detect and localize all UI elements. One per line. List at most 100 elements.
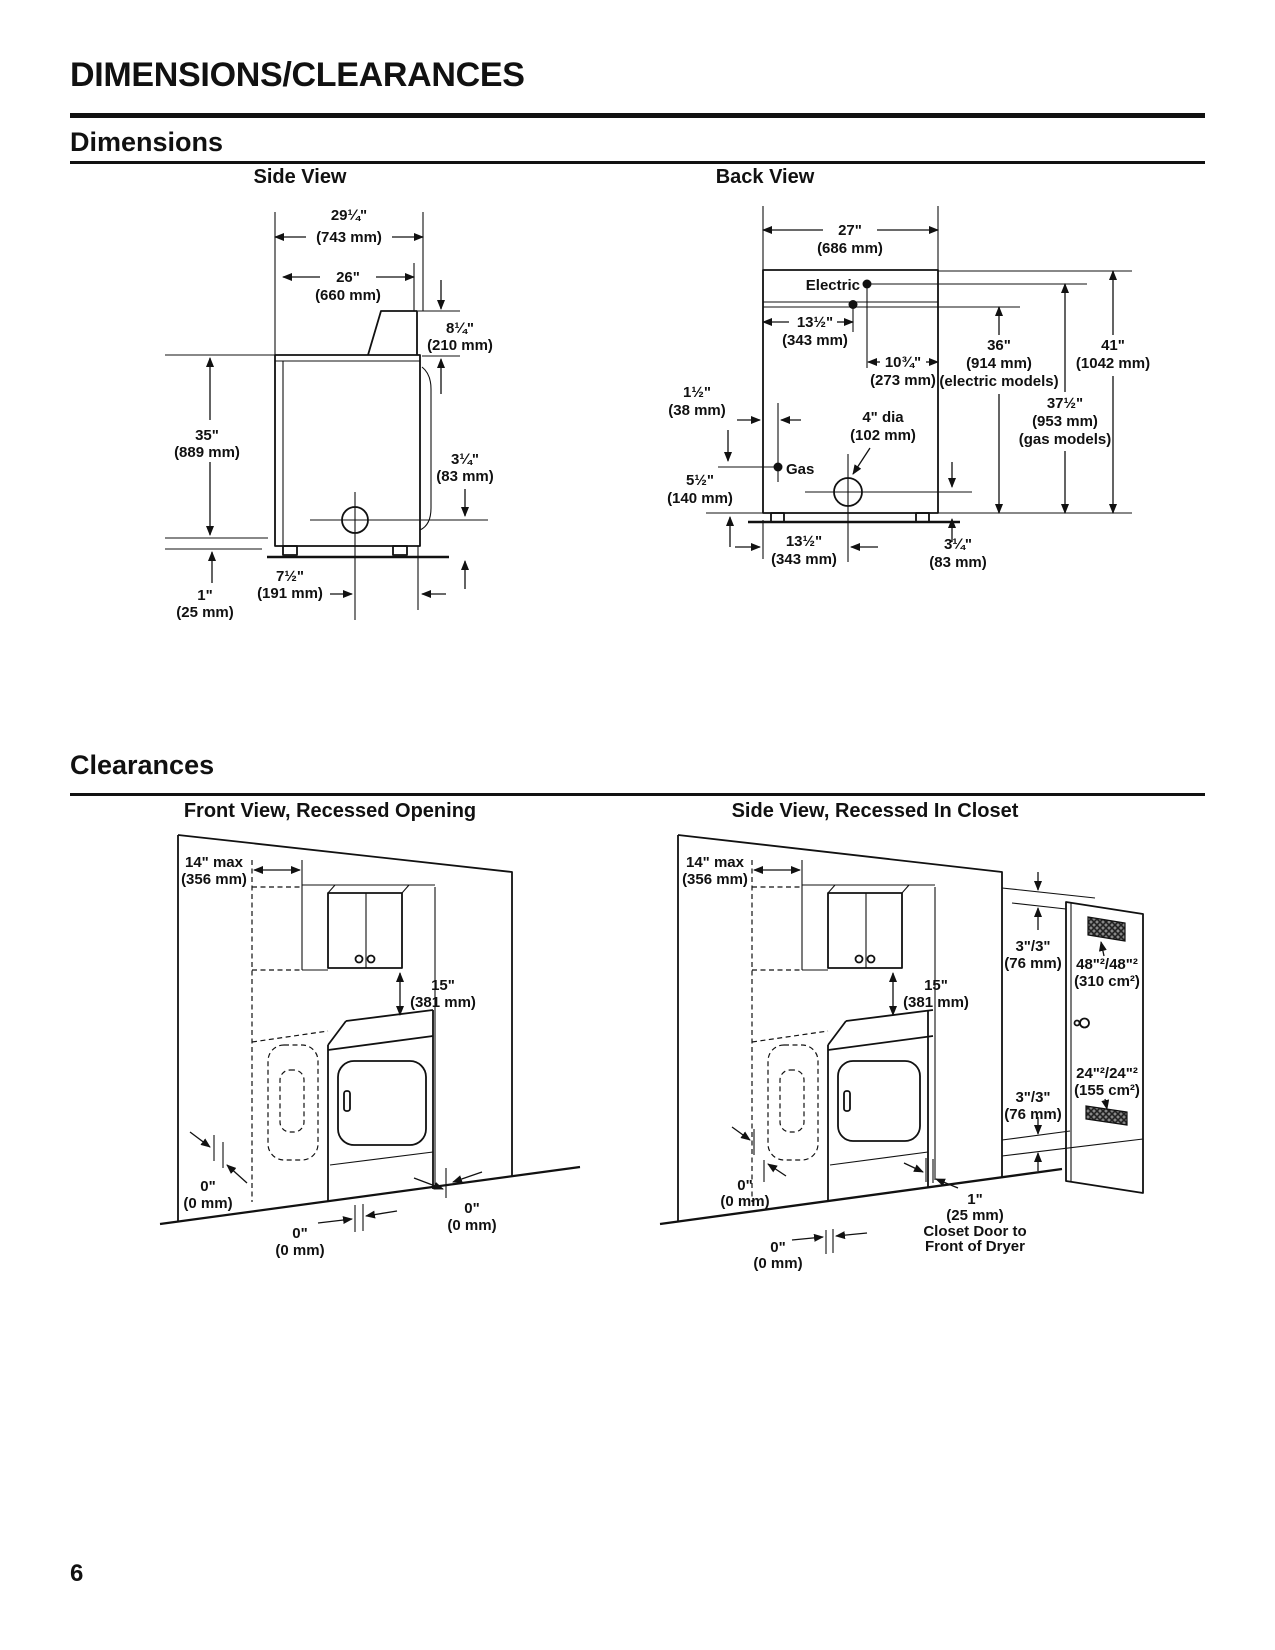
clearances-rule [70,793,1205,796]
side-view-diagram: 29¼" (743 mm) 26" (660 mm) 8¼" (210 mm) … [165,207,494,621]
dim-3-1-4: 3¼" (83 mm) [436,451,494,589]
dim-label: (0 mm) [753,1255,802,1272]
height-reference-lines [706,270,1132,514]
vent-top-area-label: 48"²/48"² (310 cm²) [1074,941,1140,990]
dim-label: 5½" [686,472,714,489]
door-handle [343,1090,351,1112]
dim-3-3-top: 3"/3" (76 mm) [1001,872,1096,972]
dryer-back-outline [748,269,972,562]
dim-label: (76 mm) [1004,1106,1062,1123]
cabinet-knob [366,954,376,964]
dim-label: (356 mm) [181,871,247,888]
dim-label: 14" max [686,854,745,871]
dim-label: 37½" [1047,395,1083,412]
dim-label: 48"²/48"² [1076,956,1138,973]
gas-label: Gas [786,461,814,478]
dim-label: 0" [770,1239,785,1256]
dim-label: (0 mm) [720,1193,769,1210]
dim-label: 14" max [185,854,244,871]
cabinet-knob [866,954,876,964]
dim-label: Closet Door to [923,1223,1026,1240]
dim-35: 35" (889 mm) [165,354,275,550]
wall-and-recess [159,834,581,1226]
front-view-title: Front View, Recessed Opening [183,800,477,822]
page-title: DIMENSIONS/CLEARANCES [70,56,525,94]
back-view-title: Back View [715,166,815,188]
dim-label: 24"²/24"² [1076,1065,1138,1082]
dim-label: 1" [967,1191,982,1208]
dim-label: 0" [200,1178,215,1195]
back-view-diagram: 27" (686 mm) Electric 13½" (343 mm) 10¾"… [667,206,1150,571]
dim-15: 15" (381 mm) [396,972,476,1016]
dim-label: (343 mm) [771,551,837,568]
dim-label: (660 mm) [315,287,381,304]
dim-37-1-2: 37½" (953 mm) (gas models) [1019,283,1111,514]
dim-label: Front of Dryer [925,1238,1025,1255]
dim-label: (76 mm) [1004,955,1062,972]
dim-13-1-2-top: 13½" (343 mm) [762,300,858,349]
dim-label: (273 mm) [870,372,936,389]
recess-depth-dashed [751,860,829,1202]
dim-label: 0" [737,1177,752,1194]
dryer-door [837,1060,921,1142]
dim-label: (25 mm) [176,604,234,621]
dim-label: (191 mm) [257,585,323,602]
closet-recessed-diagram: 14" max (356 mm) 15" (381 mm) [659,834,1144,1272]
dim-label: (210 mm) [427,337,493,354]
gas-connection: Gas [718,403,814,482]
dim-5-1-2: 5½" (140 mm) [667,430,734,547]
dryer-forward-dashed [767,1044,819,1161]
dim-label: 15" [431,977,455,994]
dim-label: (electric models) [939,373,1058,390]
dim-label: 27" [838,222,862,239]
dim-label: 15" [924,977,948,994]
console [367,310,418,356]
dim-label: (38 mm) [668,402,726,419]
dryer-forward-dashed [267,1044,319,1161]
dim-label: (0 mm) [183,1195,232,1212]
dim-label: 35" [195,427,219,444]
door-knob [1073,1019,1081,1027]
dim-10-3-4: 10¾" (273 mm) [867,354,939,389]
dim-label: 10¾" [885,354,921,371]
dim-label: 3"/3" [1015,938,1050,955]
dim-label: (381 mm) [410,994,476,1011]
dim-label: (0 mm) [275,1242,324,1259]
dim-41: 41" (1042 mm) [1076,270,1150,514]
foot-right [915,512,930,523]
dim-label: (83 mm) [436,468,494,485]
dim-13-1-2-bottom: 13½" (343 mm) [735,520,878,568]
clearance-0-right: 0" (0 mm) [413,1168,497,1234]
console-edge [327,1035,434,1051]
side-view-title: Side View [253,166,347,188]
dim-label: (0 mm) [447,1217,496,1234]
cabinet [827,884,911,969]
dim-label: (889 mm) [174,444,240,461]
clearance-0-bottom: 0" (0 mm) [275,1204,398,1259]
clearance-0-left: 0" (0 mm) [183,1131,248,1212]
dim-1-closet-door: 1" (25 mm) Closet Door to Front of Dryer [903,1158,1027,1255]
dim-36: 36" (914 mm) (electric models) [939,306,1059,514]
dim-label: (83 mm) [929,554,987,571]
dim-label: (310 cm²) [1074,973,1140,990]
dim-label: 36" [987,337,1011,354]
dim-label: 3"/3" [1015,1089,1050,1106]
dim-label: (686 mm) [817,240,883,257]
vent-top [1087,916,1126,942]
page-number: 6 [70,1560,84,1587]
door-handle [843,1090,851,1112]
dryer-side-outline [267,310,488,620]
dim-4-dia: 4" dia (102 mm) [850,409,916,475]
dim-label: 3¼" [944,536,972,553]
dim-label: (155 cm²) [1074,1082,1140,1099]
closet-door [1065,901,1144,1194]
dim-14-max: 14" max (356 mm) [181,854,303,888]
dim-label: 7½" [276,568,304,585]
title-rule [70,113,1205,118]
dim-label: (953 mm) [1032,413,1098,430]
dim-label: 13½" [797,314,833,331]
floor-line [159,1165,581,1226]
clearance-0-left: 0" (0 mm) [720,1126,787,1210]
dim-label: 1" [197,587,212,604]
